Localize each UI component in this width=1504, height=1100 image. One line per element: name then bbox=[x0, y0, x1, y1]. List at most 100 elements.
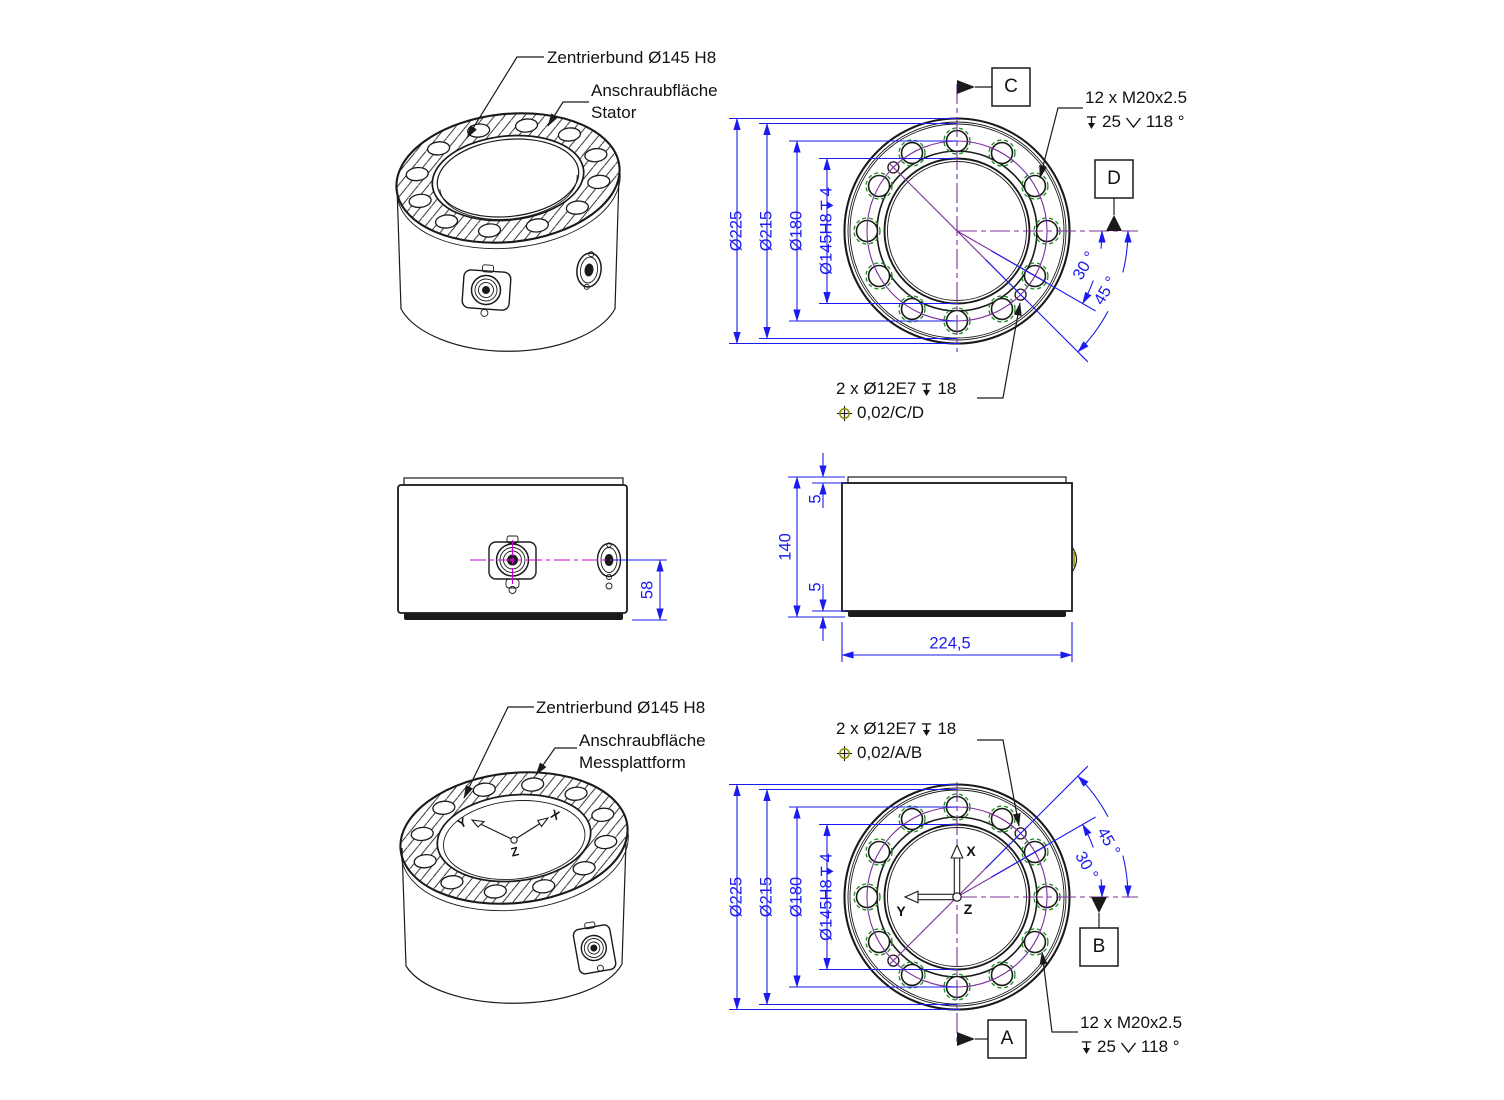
note-thread-top-line1: 12 x M20x2.5 bbox=[1085, 88, 1188, 107]
thread-circle bbox=[865, 928, 893, 956]
position-tolerance-icon bbox=[836, 405, 853, 421]
bolt-hole-iso bbox=[434, 214, 459, 229]
label-anschraubflaeche-bottom-line1: Anschraubfläche bbox=[579, 731, 706, 750]
datum-frame-d bbox=[1094, 159, 1134, 199]
bolt-hole-iso bbox=[413, 854, 437, 869]
depth-icon bbox=[820, 200, 834, 210]
dowel-text-bottom: 2 x Ø12E7 bbox=[836, 719, 917, 738]
bolt-hole-iso bbox=[427, 141, 451, 156]
bolt-hole-iso bbox=[594, 834, 618, 850]
leader-anschraubflaeche-top bbox=[547, 101, 589, 127]
depth-icon bbox=[922, 382, 932, 396]
note-dowel-top: 2 x Ø12E7 18 0,02/C/D bbox=[836, 377, 956, 425]
thread-circle bbox=[853, 217, 881, 245]
bolt-hole-iso bbox=[525, 218, 549, 233]
dim-d145-top-depth: 4 bbox=[817, 187, 836, 197]
note-thread-bottom-line2: 25 118 ° bbox=[1080, 1035, 1182, 1059]
dim-d145-bottom: Ø145H8 4 bbox=[818, 853, 837, 941]
note-dowel-top-line2: 0,02/C/D bbox=[836, 401, 956, 425]
dim-58: 58 bbox=[638, 580, 657, 600]
dim-d180-top: Ø180 bbox=[787, 210, 806, 252]
datum-label-c: C bbox=[1004, 76, 1018, 97]
leader-zentrierbund-top bbox=[466, 56, 544, 139]
thread-circle bbox=[1021, 172, 1049, 200]
label-zentrierbund-top: Zentrierbund Ø145 H8 bbox=[547, 48, 717, 67]
bolt-hole-iso bbox=[440, 875, 464, 890]
depth-icon bbox=[1081, 1040, 1092, 1054]
dowel-text-top: 2 x Ø12E7 bbox=[836, 379, 917, 398]
countersink-icon bbox=[1125, 117, 1141, 129]
bolt-hole-iso bbox=[532, 879, 556, 894]
bolt-hole-iso bbox=[521, 777, 545, 792]
note-thread-top-line2: 25 118 ° bbox=[1085, 110, 1187, 134]
dim-d215-top: Ø215 bbox=[757, 210, 776, 252]
front-view-stator bbox=[729, 67, 1138, 399]
datum-label-a: A bbox=[1000, 1028, 1014, 1049]
datum-frame-a bbox=[987, 1019, 1027, 1059]
bolt-hole-iso bbox=[408, 193, 432, 209]
leader-thread-top bbox=[1039, 107, 1083, 179]
axis-z-front: Z bbox=[963, 901, 973, 917]
leader-dowel-top bbox=[977, 302, 1022, 399]
depth-icon bbox=[922, 722, 932, 736]
note-dowel-top-line1: 2 x Ø12E7 18 bbox=[836, 377, 956, 401]
thread-circle bbox=[943, 793, 971, 821]
dim-d225-top: Ø225 bbox=[727, 210, 746, 252]
bolt-hole-iso bbox=[472, 782, 496, 797]
bolt-hole-iso bbox=[557, 127, 582, 142]
thread-circle bbox=[943, 973, 971, 1001]
note-thread-bottom-line1: 12 x M20x2.5 bbox=[1080, 1013, 1183, 1032]
leader-dowel-bottom bbox=[977, 739, 1021, 827]
thread-circle bbox=[898, 805, 926, 833]
datum-frame-b bbox=[1079, 927, 1119, 967]
dim-d145-bottom-text: Ø145H8 bbox=[817, 879, 836, 941]
note-dowel-bottom: 2 x Ø12E7 18 0,02/A/B bbox=[836, 717, 956, 765]
label-part-messplattform: Messplattform bbox=[579, 753, 686, 772]
dim-d215-bottom: Ø215 bbox=[757, 876, 776, 918]
dowel-pos-top: 0,02/C/D bbox=[857, 403, 925, 422]
bolt-hole-iso bbox=[584, 147, 608, 163]
thread-sink-top: 118 ° bbox=[1145, 112, 1185, 131]
label-anschraubflaeche-bottom: Anschraubfläche Messplattform bbox=[579, 730, 706, 774]
axes-iso bbox=[470, 817, 550, 844]
axis-y-front: Y bbox=[896, 903, 906, 919]
datum-triangle-b bbox=[1091, 897, 1107, 913]
datum-label-b: B bbox=[1092, 936, 1106, 957]
bolt-hole-iso bbox=[514, 118, 539, 133]
countersink-icon bbox=[1120, 1042, 1136, 1054]
note-dowel-bottom-line1: 2 x Ø12E7 18 bbox=[836, 717, 956, 741]
bolt-hole-iso bbox=[587, 174, 611, 190]
round-connector-iso-top bbox=[461, 264, 512, 317]
thread-circle bbox=[853, 883, 881, 911]
oval-connector-side bbox=[596, 542, 622, 590]
note-dowel-bottom-line2: 0,02/A/B bbox=[836, 741, 956, 765]
label-anschraubflaeche-top: Anschraubfläche Stator bbox=[591, 80, 718, 124]
dowel-pos-bottom: 0,02/A/B bbox=[857, 743, 923, 762]
thread-circle bbox=[865, 838, 893, 866]
thread-depth-bottom: 25 bbox=[1097, 1037, 1116, 1056]
depth-icon bbox=[1086, 115, 1097, 129]
oval-connector-iso-top bbox=[576, 251, 602, 290]
note-thread-top: 12 x M20x2.5 25 118 ° bbox=[1085, 86, 1187, 134]
label-anschraubflaeche-top-line1: Anschraubfläche bbox=[591, 81, 718, 100]
label-zentrierbund-bottom: Zentrierbund Ø145 H8 bbox=[536, 698, 706, 717]
dowel-depth-bottom: 18 bbox=[937, 719, 957, 738]
datum-triangle-d bbox=[1106, 215, 1122, 231]
thread-circle bbox=[943, 307, 971, 335]
side-view-dimensions bbox=[788, 453, 1078, 662]
label-part-stator: Stator bbox=[591, 103, 637, 122]
thread-circle bbox=[865, 172, 893, 200]
thread-depth-top: 25 bbox=[1102, 112, 1121, 131]
position-tolerance-icon bbox=[836, 745, 853, 761]
dim-5-bottom: 5 bbox=[806, 582, 825, 592]
bolt-hole-iso bbox=[564, 786, 588, 801]
side-view-connectors bbox=[397, 477, 667, 621]
leader-thread-bottom bbox=[1039, 951, 1078, 1033]
dowel-depth-top: 18 bbox=[937, 379, 957, 398]
thread-circle bbox=[943, 127, 971, 155]
bolt-hole-iso bbox=[572, 861, 596, 876]
thread-circle bbox=[1021, 838, 1049, 866]
thread-sink-bottom: 118 ° bbox=[1140, 1037, 1180, 1056]
